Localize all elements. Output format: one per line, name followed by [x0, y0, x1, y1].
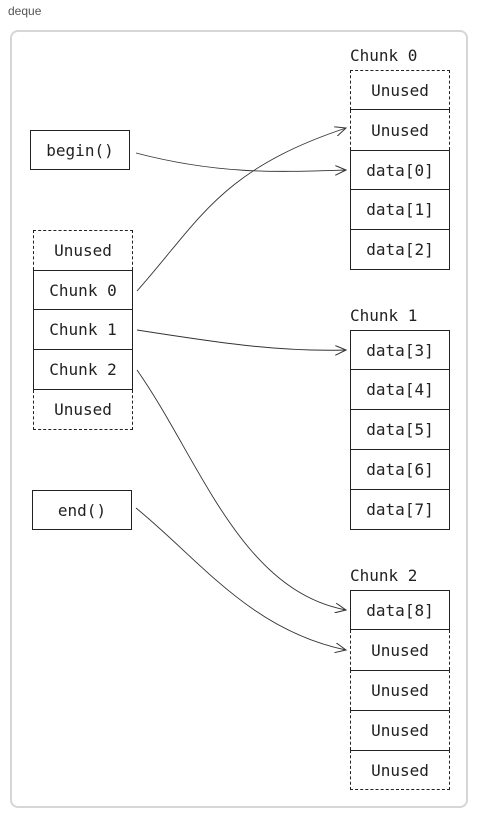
chunk-0-cell-4: data[2]: [350, 230, 450, 270]
chunk-1-cell-4: data[7]: [350, 490, 450, 530]
begin-pointer: begin(): [30, 130, 130, 170]
end-pointer: end(): [32, 490, 132, 530]
map-slot-chunk-2: Chunk 2: [33, 350, 133, 390]
chunk-1-cell-2: data[5]: [350, 410, 450, 450]
chunk-2-cell-3: Unused: [350, 710, 450, 750]
chunk-1-cell-0: data[3]: [350, 330, 450, 370]
map-slot-unused-bottom: Unused: [33, 390, 133, 430]
map-slot-chunk-0: Chunk 0: [33, 270, 133, 310]
chunk-1-cell-3: data[6]: [350, 450, 450, 490]
chunk-2-cell-4: Unused: [350, 750, 450, 790]
deque-frame: [10, 30, 468, 808]
chunk-0-cell-3: data[1]: [350, 190, 450, 230]
chunk-1-title: Chunk 1: [350, 306, 418, 325]
map-slot-unused-top: Unused: [33, 230, 133, 270]
chunk-0-cell-1: Unused: [350, 110, 450, 150]
chunk-0-cell-0: Unused: [350, 70, 450, 110]
chunk-0-cell-2: data[0]: [350, 150, 450, 190]
frame-label: deque: [8, 4, 42, 18]
chunk-1-cell-1: data[4]: [350, 370, 450, 410]
chunk-2-cell-2: Unused: [350, 670, 450, 710]
chunk-2-title: Chunk 2: [350, 566, 418, 585]
chunk-2-cell-1: Unused: [350, 630, 450, 670]
chunk-2-cell-0: data[8]: [350, 590, 450, 630]
chunk-0-title: Chunk 0: [350, 46, 418, 65]
map-slot-chunk-1: Chunk 1: [33, 310, 133, 350]
